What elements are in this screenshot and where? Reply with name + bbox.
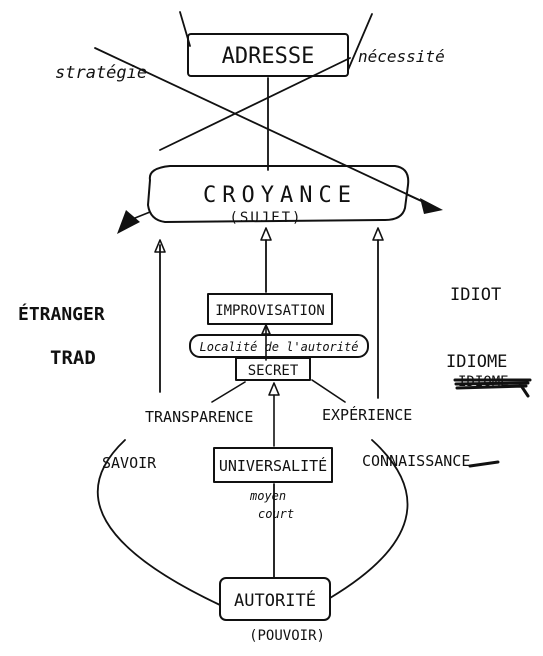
autorite-box <box>219 577 331 621</box>
left-arc <box>97 439 221 606</box>
improvisation-label: IMPROVISATION <box>215 303 325 319</box>
pouvoir-label: (POUVOIR) <box>249 628 325 644</box>
idiome-label: IDIOME <box>446 352 507 372</box>
adresse-box <box>187 33 349 77</box>
autorite-label: AUTORITÉ <box>234 589 316 611</box>
secret-left-line <box>211 381 246 403</box>
right-arc <box>329 439 409 599</box>
secret-arrow-head <box>268 382 280 396</box>
connaissance-label: CONNAISSANCE <box>362 452 470 470</box>
universalite-box <box>213 447 333 483</box>
savoir-label: SAVOIR <box>102 454 157 472</box>
croyance-label: CROYANCE <box>203 183 357 208</box>
strategie-label: stratégie <box>55 63 147 83</box>
necessite-label: nécessité <box>358 47 445 66</box>
idiome-strike-scribble <box>453 378 532 398</box>
center-arrow-head <box>260 227 272 241</box>
left-arrow-head <box>154 239 166 253</box>
adresse-side-stroke-left <box>179 11 191 47</box>
adresse-side-stroke-right <box>347 13 373 71</box>
localite-label: Localité de l'autorité <box>200 340 359 354</box>
croyance-box <box>147 165 410 223</box>
cross-line-2 <box>159 57 351 151</box>
idiot-label: IDIOT <box>450 285 501 305</box>
improvisation-box <box>207 293 333 325</box>
connaissance-strike <box>468 460 500 468</box>
etranger-label: ÉTRANGER <box>18 303 105 325</box>
right-arrow-head <box>372 227 384 241</box>
secret-box <box>235 357 311 381</box>
trad-label: TRAD <box>50 347 96 369</box>
adresse-label: ADRESSE <box>222 44 315 69</box>
moyen-label: moyen <box>249 489 286 503</box>
secret-right-line <box>311 379 346 403</box>
court-label: court <box>258 507 294 521</box>
sujet-label: (SUJET) <box>229 210 302 226</box>
transparence-label: TRANSPARENCE <box>145 408 253 426</box>
universalite-label: UNIVERSALITÉ <box>219 456 327 475</box>
cross-line-1 <box>94 47 431 206</box>
arrow-head-left <box>117 210 140 234</box>
experience-label: EXPÉRIENCE <box>322 405 412 424</box>
secret-label: SECRET <box>248 363 299 379</box>
arrow-head-right <box>420 198 443 214</box>
